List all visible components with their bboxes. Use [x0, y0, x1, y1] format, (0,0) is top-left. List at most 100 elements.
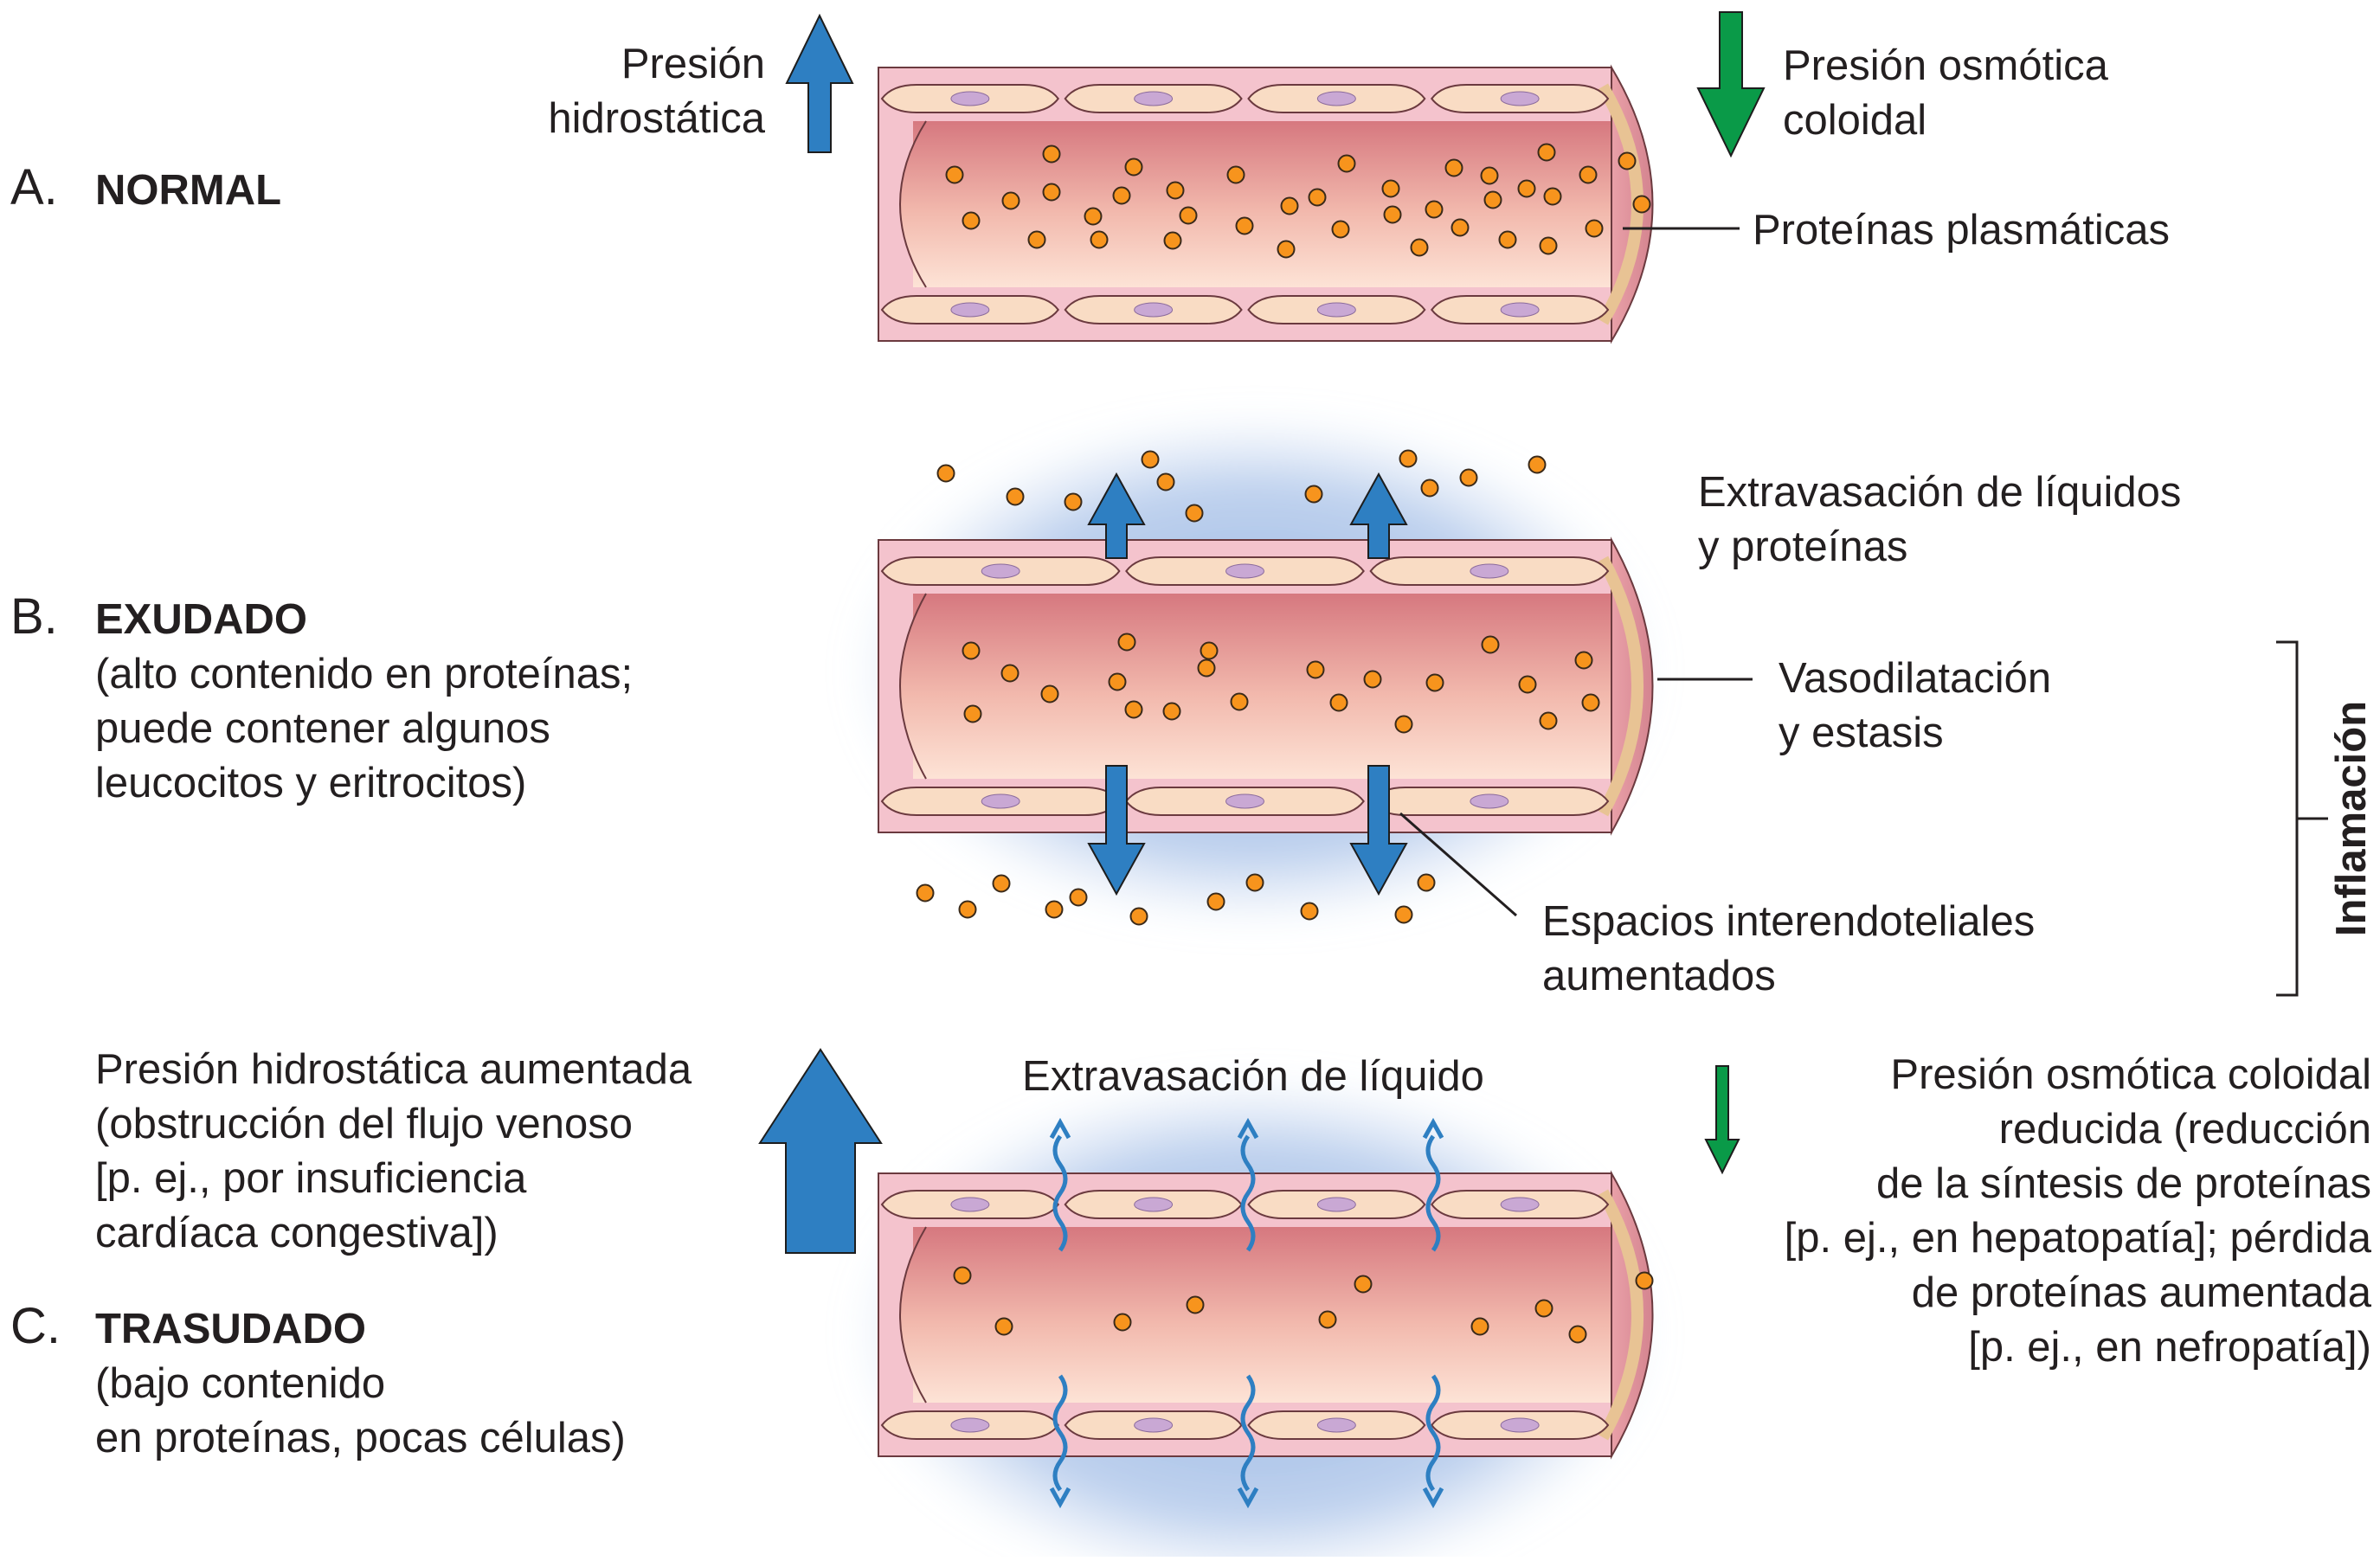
panel-a-osmotic-label-2: coloidal — [1783, 97, 1927, 144]
protein-dot — [1000, 664, 1020, 683]
protein-dot — [1108, 672, 1127, 691]
protein-dot — [1331, 220, 1350, 239]
vessel-transudate-cell-nucleus — [950, 1417, 990, 1433]
protein-dot — [1226, 165, 1245, 184]
fluid-wavy-arrow-down — [1052, 1374, 1068, 1492]
panel-a-protein-label: Proteínas plasmáticas — [1753, 207, 2170, 254]
vessel-exudate-cell-nucleus — [1470, 793, 1509, 809]
panel-c-osmotic-label-2: reducida (reducción — [1999, 1106, 2371, 1153]
panel-b-labels: B. EXUDADO (alto contenido en proteínas;… — [10, 469, 2375, 999]
protein-dot — [1113, 1313, 1132, 1332]
protein-dot — [1420, 479, 1439, 498]
protein-dot — [1280, 196, 1299, 215]
panel-b-leak-label-2: y proteínas — [1698, 524, 1907, 570]
protein-dot — [1517, 179, 1536, 198]
protein-dot — [1306, 660, 1325, 679]
panel-b-vaso-label-1: Vasodilatación — [1779, 655, 2051, 702]
protein-dot — [962, 211, 981, 230]
protein-dot — [1277, 240, 1296, 259]
protein-dot — [1518, 675, 1537, 694]
panel-a-hydro-label-1: Presión — [621, 41, 765, 87]
fluid-wavy-arrow-up-head — [1049, 1117, 1071, 1140]
protein-dot — [1027, 230, 1046, 249]
leak-arrow-down — [1349, 765, 1408, 896]
protein-dot — [1425, 200, 1444, 219]
panel-c-title: TRASUDADO — [95, 1306, 366, 1352]
panel-b-leak-label-1: Extravasación de líquidos — [1698, 469, 2181, 516]
protein-dot — [1498, 230, 1517, 249]
protein-dot — [1410, 238, 1429, 257]
panel-c-labels: C. TRASUDADO (bajo contenido en proteína… — [10, 1046, 2372, 1461]
protein-dot — [1308, 188, 1327, 207]
vessel-transudate-end-endothelium — [1597, 1189, 1643, 1441]
protein-dot — [1006, 487, 1025, 506]
fluid-wavy-arrow-down-head — [1049, 1487, 1071, 1509]
vessel-transudate-cell-nucleus — [1316, 1417, 1356, 1433]
panel-b-vaso-label-2: y estasis — [1779, 710, 1944, 756]
leak-arrow-up — [1087, 472, 1146, 559]
vessel-exudate-cell-nucleus — [1225, 563, 1264, 579]
protein-dot — [1329, 693, 1348, 712]
panel-b-gap-label-2: aumentados — [1542, 953, 1776, 999]
vessel-transudate-lumen-opening — [900, 1227, 948, 1403]
protein-dot — [1179, 206, 1198, 225]
panel-c-osmotic-label-3: de la síntesis de proteínas — [1876, 1160, 2371, 1207]
vessel-transudate-cell-nucleus — [1500, 1417, 1540, 1433]
protein-dot — [1618, 151, 1637, 170]
vessel-exudate-lumen — [913, 594, 1611, 779]
protein-dot — [1581, 693, 1600, 712]
vessel-exudate — [878, 536, 1654, 836]
protein-dot — [1579, 165, 1598, 184]
protein-dot — [945, 165, 964, 184]
vessel-exudate-cell-nucleus — [981, 563, 1020, 579]
panel-c-leak-label: Extravasación de líquido — [1022, 1053, 1484, 1100]
panel-b-desc-1: (alto contenido en proteínas; — [95, 651, 633, 697]
panel-b-letter: B. — [10, 588, 58, 645]
protein-dot — [1459, 468, 1478, 487]
protein-dot — [963, 704, 982, 723]
vessel-normal-cell-nucleus — [1316, 302, 1356, 318]
vessel-transudate-cell-nucleus — [1134, 1417, 1174, 1433]
osmotic-pressure-arrow — [1696, 11, 1766, 158]
vessel-transudate-lumen — [913, 1227, 1611, 1403]
protein-dot — [916, 883, 935, 903]
protein-dot — [1539, 711, 1558, 730]
protein-dot — [1537, 143, 1556, 162]
protein-dot — [1090, 230, 1109, 249]
protein-dot — [1200, 641, 1219, 660]
vessel-normal-cell-nucleus — [1500, 91, 1540, 106]
protein-dot — [1141, 450, 1160, 469]
panel-c-hydro-label-4: cardíaca congestiva]) — [95, 1210, 499, 1256]
protein-dot — [1470, 1317, 1489, 1336]
fluid-wavy-arrow-down-head — [1422, 1487, 1444, 1509]
protein-dot — [1444, 158, 1463, 177]
protein-dot — [1042, 183, 1061, 202]
leak-arrow-up — [1349, 472, 1408, 559]
fluid-wavy-arrow-up — [1425, 1134, 1441, 1252]
panel-a-labels: A. NORMAL Presión hidrostática Presión o… — [10, 41, 2170, 254]
panel-c-osmotic-label-1: Presión osmótica coloidal — [1890, 1051, 2371, 1098]
protein-dot — [1186, 1295, 1205, 1314]
protein-dot — [1399, 449, 1418, 468]
protein-dot — [1543, 187, 1562, 206]
protein-dot — [1417, 873, 1436, 892]
leak-arrow-down — [1087, 765, 1146, 896]
panel-a-title: NORMAL — [95, 167, 281, 214]
fluid-wavy-arrow-up-head — [1237, 1117, 1259, 1140]
vessel-transudate — [878, 1170, 1654, 1460]
protein-dot — [1534, 1299, 1553, 1318]
leader-lines — [1399, 227, 1753, 917]
vessel-transudate-cell-nucleus — [1500, 1197, 1540, 1212]
fluid-wavy-arrow-down — [1425, 1374, 1441, 1492]
protein-dot — [1185, 504, 1204, 523]
protein-dot — [1480, 166, 1499, 185]
protein-dot — [1451, 218, 1470, 237]
panel-a-hydro-label-2: hidrostática — [548, 95, 765, 142]
protein-dot — [1635, 1271, 1654, 1290]
protein-dot — [1129, 907, 1148, 926]
protein-dot — [1632, 195, 1651, 214]
protein-dot — [1300, 902, 1319, 921]
vessel-transudate-cell-nucleus — [1134, 1197, 1174, 1212]
vessel-normal-cell-nucleus — [1134, 302, 1174, 318]
